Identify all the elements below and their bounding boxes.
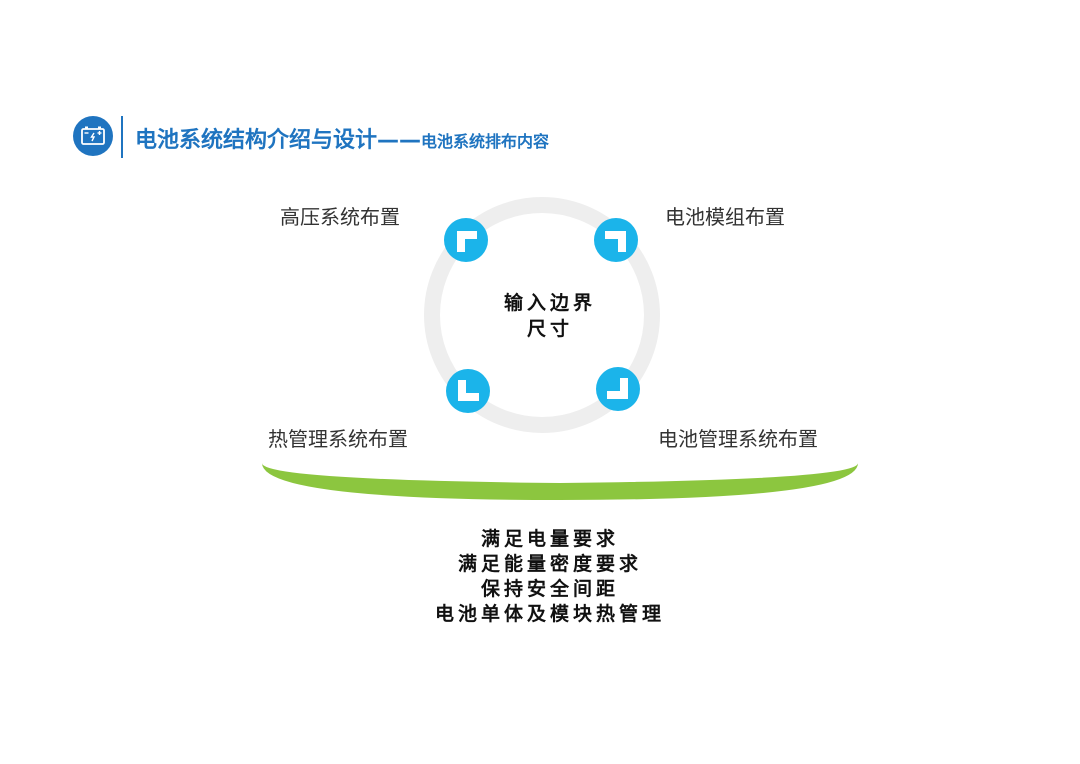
requirement-item: 保持安全间距 <box>480 578 619 600</box>
bracket-arc <box>262 463 858 500</box>
label-thermal-layout: 热管理系统布置 <box>268 427 408 451</box>
corner-arrow-bottom-left-icon <box>458 380 479 401</box>
corner-arrow-top-left-icon <box>457 231 477 252</box>
node-bottom-right <box>596 367 640 411</box>
requirement-item: 满足电量要求 <box>480 528 619 550</box>
cycle-ring <box>424 197 660 433</box>
label-bms-layout: 电池管理系统布置 <box>658 427 818 451</box>
node-top-right <box>594 218 638 262</box>
requirements-list: 满足电量要求 满足能量密度要求 保持安全间距 电池单体及模块热管理 <box>340 527 760 627</box>
header-divider <box>121 116 123 158</box>
node-bottom-left <box>446 369 490 413</box>
label-module-layout: 电池模组布置 <box>665 205 785 229</box>
label-high-voltage-layout: 高压系统布置 <box>280 205 400 229</box>
center-text: 输入边界 尺寸 <box>460 290 640 342</box>
center-line-1: 输入边界 <box>503 292 596 314</box>
corner-arrow-top-right-icon <box>605 231 626 252</box>
node-top-left <box>444 218 488 262</box>
logo-badge <box>73 116 113 156</box>
requirement-item: 满足能量密度要求 <box>457 553 642 575</box>
title-sub: 电池系统排布内容 <box>421 132 550 151</box>
corner-arrow-bottom-right-icon <box>607 378 628 399</box>
page-title: 电池系统结构介绍与设计——电池系统排布内容 <box>135 122 549 154</box>
requirement-item: 电池单体及模块热管理 <box>434 603 665 625</box>
title-main: 电池系统结构介绍与设计—— <box>135 128 422 153</box>
battery-icon <box>81 126 105 145</box>
center-line-2: 尺寸 <box>526 318 573 340</box>
